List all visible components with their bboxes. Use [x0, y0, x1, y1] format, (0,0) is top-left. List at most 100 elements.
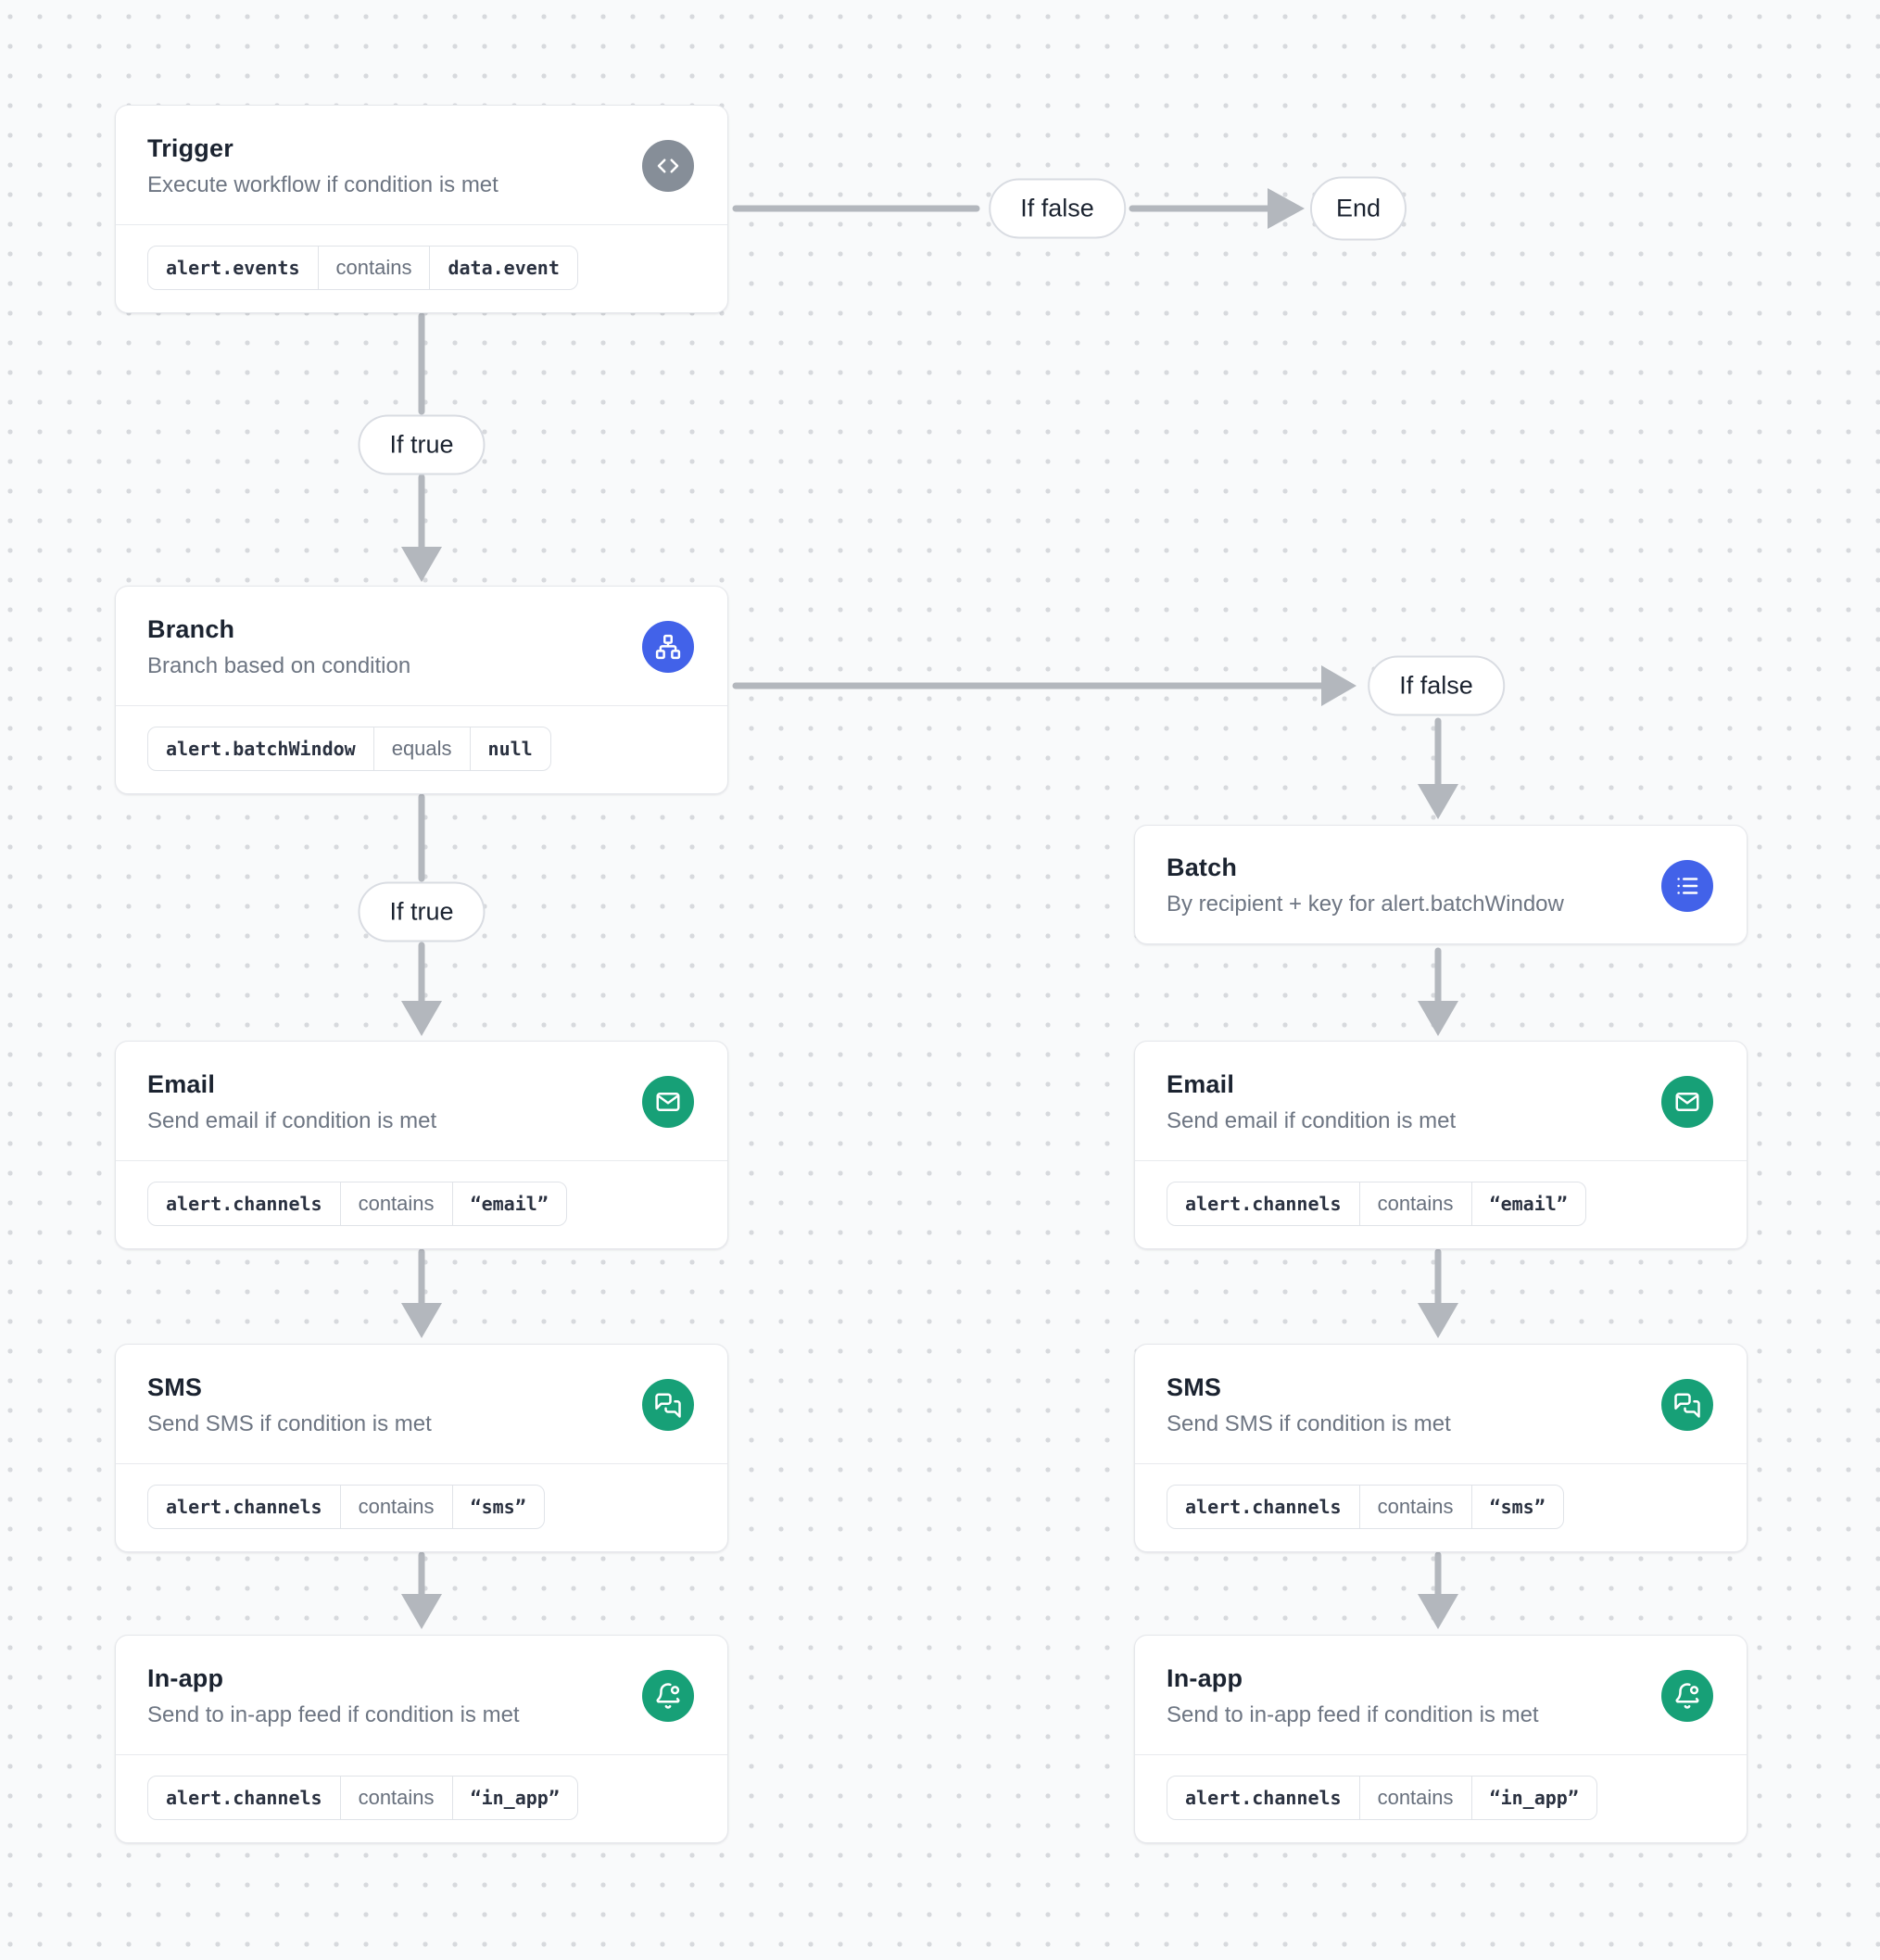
condition-chip: alert.channels contains “in_app”	[1167, 1776, 1597, 1820]
condition-value: “email”	[1470, 1182, 1585, 1225]
node-title: SMS	[147, 1372, 203, 1401]
chat-icon	[1661, 1379, 1713, 1431]
bell-icon	[642, 1670, 694, 1722]
edge-batch-email-arrowhead	[1418, 1001, 1458, 1036]
branch-icon	[642, 621, 694, 673]
node-email-left[interactable]: Email Send email if condition is met ale…	[115, 1041, 728, 1249]
node-branch-header: Branch Branch based on condition	[116, 587, 727, 705]
node-inapp-left[interactable]: In-app Send to in-app feed if condition …	[115, 1635, 728, 1843]
condition-field: alert.events	[166, 257, 300, 279]
node-email-header: Email Send email if condition is met	[116, 1042, 727, 1160]
condition-field: alert.channels	[166, 1496, 322, 1518]
node-trigger[interactable]: Trigger Execute workflow if condition is…	[115, 105, 728, 313]
envelope-icon	[1661, 1076, 1713, 1128]
condition-field: alert.channels	[1185, 1787, 1342, 1809]
node-subtitle: By recipient + key for alert.batchWindow	[1167, 891, 1564, 917]
node-branch[interactable]: Branch Branch based on condition alert.b…	[115, 586, 728, 794]
node-subtitle: Send email if condition is met	[1167, 1107, 1457, 1133]
node-title: Batch	[1167, 854, 1238, 881]
condition-operator: equals	[372, 727, 470, 770]
node-inapp-right[interactable]: In-app Send to in-app feed if condition …	[1134, 1635, 1748, 1843]
edge-iftrue-branch-arrowhead	[401, 547, 442, 582]
node-sms-header: SMS Send SMS if condition is met	[1135, 1345, 1747, 1463]
node-subtitle: Send SMS if condition is met	[1167, 1410, 1451, 1436]
condition-chip: alert.channels contains “sms”	[1167, 1485, 1564, 1529]
condition-operator: contains	[1358, 1777, 1471, 1819]
node-sms-left[interactable]: SMS Send SMS if condition is met alert.c…	[115, 1344, 728, 1552]
condition-operator: contains	[1358, 1486, 1471, 1528]
node-inapp-header: In-app Send to in-app feed if condition …	[116, 1636, 727, 1754]
edge-label-if-false-right: If false	[1368, 655, 1505, 716]
node-title: Branch	[147, 614, 235, 643]
condition-operator: contains	[317, 247, 430, 289]
node-subtitle: Send to in-app feed if condition is met	[147, 1701, 520, 1727]
condition-value: “sms”	[1470, 1486, 1563, 1528]
condition-chip: alert.channels contains “sms”	[147, 1485, 545, 1529]
bell-icon	[1661, 1670, 1713, 1722]
node-inapp-header: In-app Send to in-app feed if condition …	[1135, 1636, 1747, 1754]
edge-iffalse-batch-arrowhead	[1418, 784, 1458, 819]
edge-label-if-false-top: If false	[989, 178, 1126, 239]
condition-operator: contains	[1358, 1182, 1471, 1225]
condition-value: “in_app”	[1470, 1777, 1596, 1819]
condition-operator: contains	[339, 1777, 452, 1819]
edge-email-sms-left-arrowhead	[401, 1303, 442, 1338]
condition-value: null	[469, 727, 550, 770]
condition-chip: alert.channels contains “email”	[1167, 1182, 1586, 1226]
node-subtitle: Send SMS if condition is met	[147, 1410, 432, 1436]
condition-value: “in_app”	[451, 1777, 577, 1819]
end-node[interactable]: End	[1309, 176, 1407, 241]
node-email-right[interactable]: Email Send email if condition is met ale…	[1134, 1041, 1748, 1249]
condition-field: alert.channels	[1185, 1193, 1342, 1215]
envelope-icon	[642, 1076, 694, 1128]
node-title: Trigger	[147, 133, 233, 162]
edge-iftrue-email-arrowhead	[401, 1001, 442, 1036]
edge-iffalse-end-arrowhead	[1268, 188, 1305, 229]
condition-value: “sms”	[451, 1486, 544, 1528]
condition-field: alert.channels	[166, 1193, 322, 1215]
chat-icon	[642, 1379, 694, 1431]
node-email-condition-row: alert.channels contains “email”	[1135, 1160, 1747, 1248]
condition-field: alert.channels	[166, 1787, 322, 1809]
edge-email-sms-right-arrowhead	[1418, 1303, 1458, 1338]
node-sms-right[interactable]: SMS Send SMS if condition is met alert.c…	[1134, 1344, 1748, 1552]
condition-chip: alert.channels contains “in_app”	[147, 1776, 578, 1820]
node-batch[interactable]: Batch By recipient + key for alert.batch…	[1134, 825, 1748, 944]
edge-sms-inapp-right-arrowhead	[1418, 1594, 1458, 1629]
node-subtitle: Send email if condition is met	[147, 1107, 437, 1133]
node-title: In-app	[147, 1663, 224, 1692]
condition-operator: contains	[339, 1182, 452, 1225]
node-sms-condition-row: alert.channels contains “sms”	[116, 1463, 727, 1551]
edge-label-if-true-2: If true	[358, 881, 486, 942]
node-branch-condition-row: alert.batchWindow equals null	[116, 705, 727, 793]
node-inapp-condition-row: alert.channels contains “in_app”	[116, 1754, 727, 1842]
node-batch-header: Batch By recipient + key for alert.batch…	[1135, 826, 1747, 943]
node-title: Email	[1167, 1069, 1235, 1098]
condition-value: data.event	[429, 247, 576, 289]
edge-label-if-true-1: If true	[358, 414, 486, 475]
condition-field: alert.channels	[1185, 1496, 1342, 1518]
condition-chip: alert.channels contains “email”	[147, 1182, 567, 1226]
condition-field: alert.batchWindow	[166, 738, 356, 760]
node-email-header: Email Send email if condition is met	[1135, 1042, 1747, 1160]
node-trigger-condition-row: alert.events contains data.event	[116, 224, 727, 312]
list-icon	[1661, 859, 1713, 912]
node-email-condition-row: alert.channels contains “email”	[116, 1160, 727, 1248]
node-trigger-header: Trigger Execute workflow if condition is…	[116, 106, 727, 224]
node-sms-header: SMS Send SMS if condition is met	[116, 1345, 727, 1463]
node-subtitle: Execute workflow if condition is met	[147, 171, 498, 197]
condition-operator: contains	[339, 1486, 452, 1528]
edge-sms-inapp-left-arrowhead	[401, 1594, 442, 1629]
edge-branch-iffalse-arrowhead	[1321, 665, 1356, 706]
condition-chip: alert.batchWindow equals null	[147, 727, 551, 771]
code-icon	[642, 140, 694, 192]
node-subtitle: Branch based on condition	[147, 652, 411, 678]
node-subtitle: Send to in-app feed if condition is met	[1167, 1701, 1539, 1727]
condition-chip: alert.events contains data.event	[147, 246, 578, 290]
node-title: SMS	[1167, 1372, 1222, 1401]
node-inapp-condition-row: alert.channels contains “in_app”	[1135, 1754, 1747, 1842]
condition-value: “email”	[451, 1182, 566, 1225]
node-sms-condition-row: alert.channels contains “sms”	[1135, 1463, 1747, 1551]
